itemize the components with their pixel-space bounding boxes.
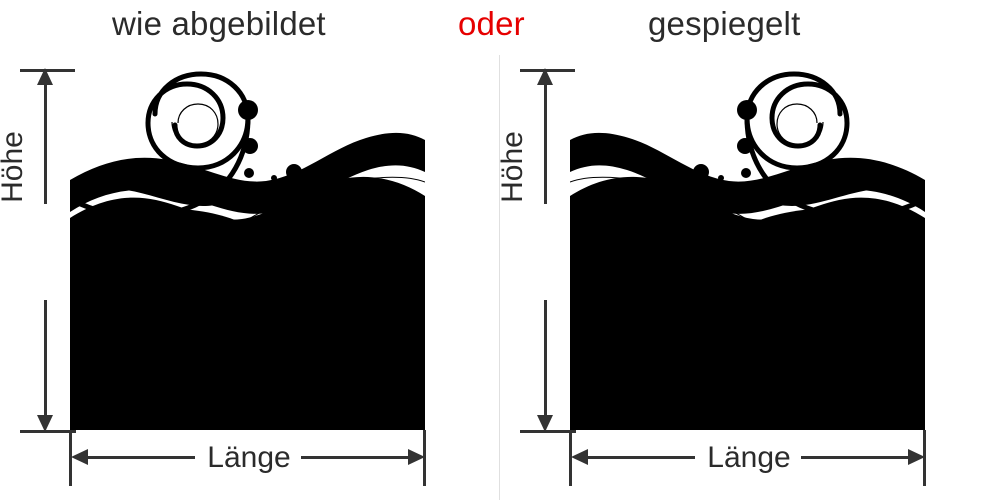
arrow-head-up-icon: [37, 68, 53, 85]
length-dimension-arrow: Länge: [71, 441, 425, 474]
arrow-head-right-icon: [408, 449, 425, 465]
arrow-head-left-icon: [71, 449, 88, 465]
decal-artwork-as-shown: [70, 68, 425, 430]
height-label: Höhe: [0, 131, 29, 203]
height-line-lower: [44, 300, 47, 418]
panel-divider: [499, 55, 500, 500]
length-label: Länge: [707, 441, 791, 474]
length-extension-line-left: [569, 430, 572, 486]
panel-as-shown: Höhe: [0, 68, 426, 486]
height-line-upper: [544, 82, 547, 204]
length-line-right: [801, 456, 909, 459]
length-line-left: [587, 456, 695, 459]
arrow-head-down-icon: [537, 415, 553, 432]
panel-caption-as-shown: wie abgebildet: [112, 5, 326, 42]
height-label: Höhe: [496, 131, 529, 203]
length-dimension-arrow: Länge: [571, 441, 925, 474]
arrow-head-up-icon: [537, 68, 553, 85]
height-dimension-arrow: [533, 68, 559, 432]
height-dimension-arrow: [33, 68, 59, 432]
length-extension-line-left: [69, 430, 72, 486]
height-line-upper: [44, 82, 47, 204]
panel-caption-separator: oder: [458, 5, 525, 42]
arrow-head-down-icon: [37, 415, 53, 432]
arrow-head-right-icon: [908, 449, 925, 465]
length-line-right: [301, 456, 409, 459]
panel-caption-mirrored: gespiegelt: [648, 5, 801, 42]
arrow-head-left-icon: [571, 449, 588, 465]
length-label: Länge: [207, 441, 291, 474]
panel-mirrored: Höhe: [496, 0, 1000, 500]
height-line-lower: [544, 300, 547, 418]
decal-artwork-mirrored: [570, 68, 925, 430]
title-row: wie abgebildet oder gespiegelt: [0, 0, 1000, 48]
length-line-left: [87, 456, 195, 459]
